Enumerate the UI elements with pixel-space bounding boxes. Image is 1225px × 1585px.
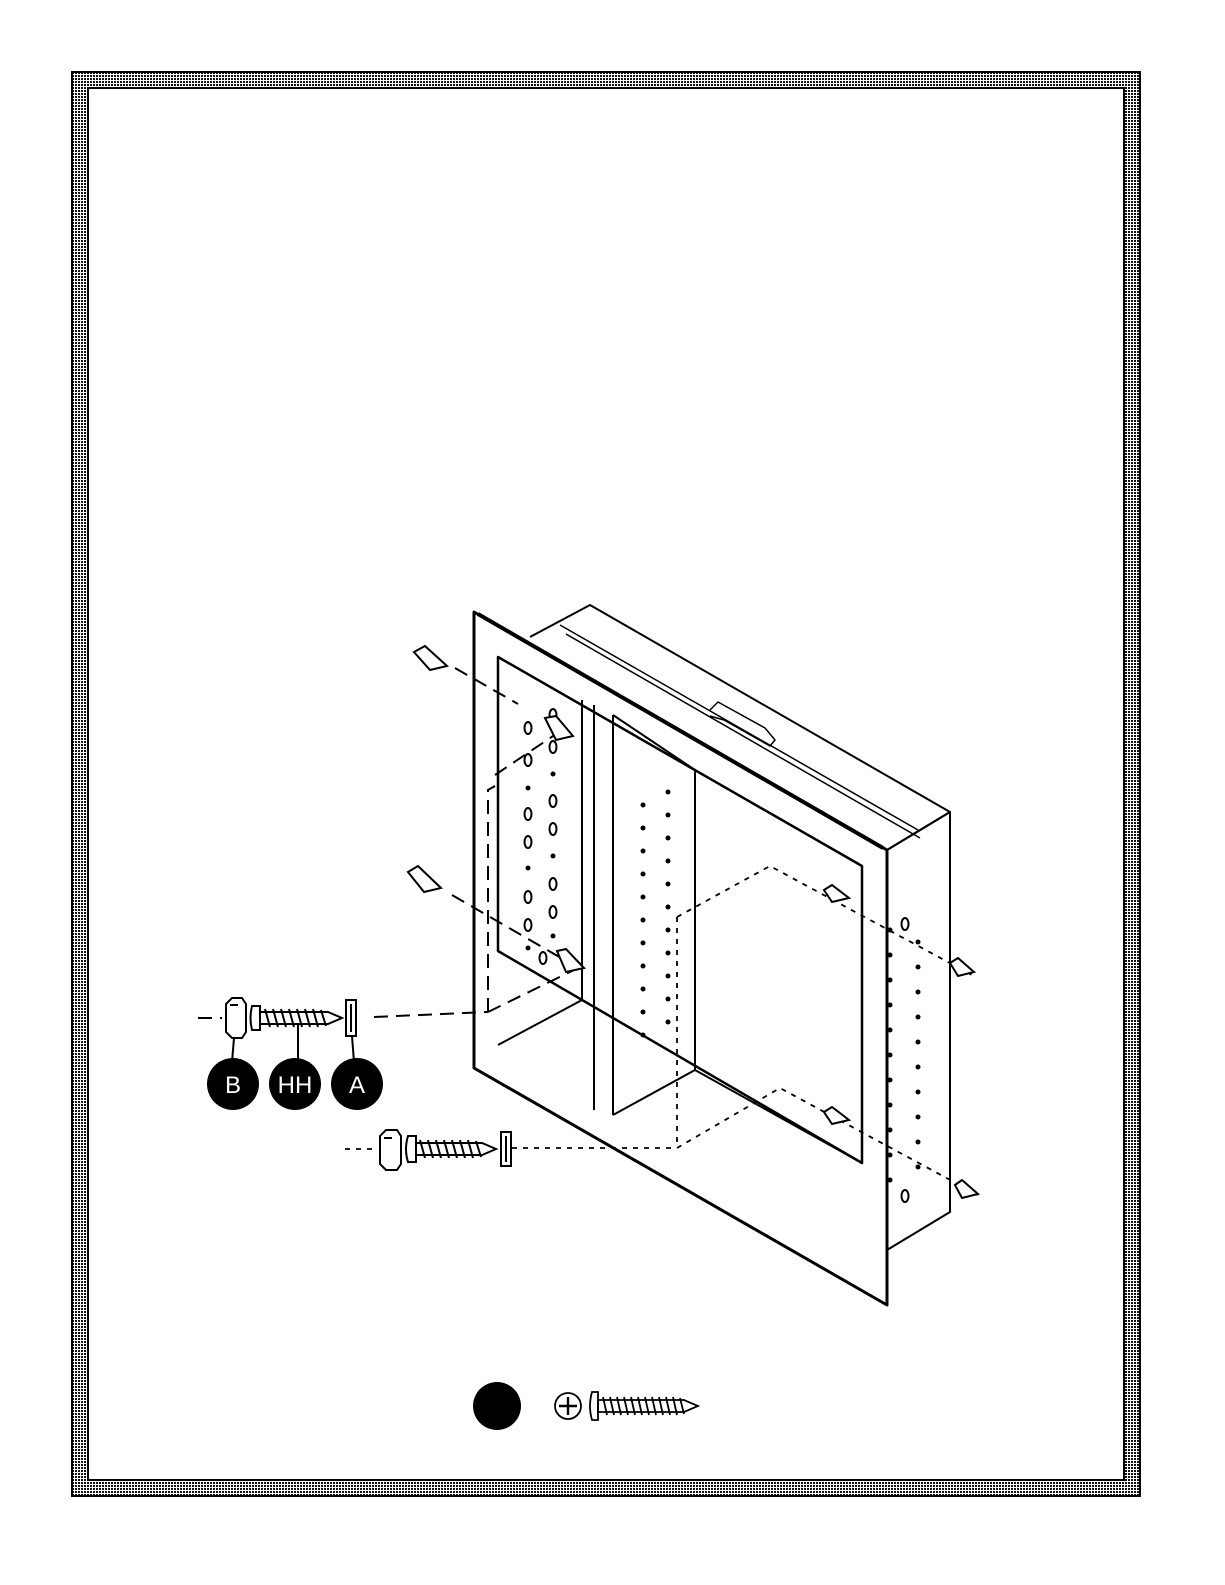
callout-b-label: B (225, 1072, 241, 1099)
screw-cap (380, 1130, 401, 1170)
legend (473, 1382, 698, 1430)
face-frame-outer (474, 612, 887, 1305)
legend-badge (473, 1382, 521, 1430)
callout-a: A (331, 1058, 383, 1110)
anchor-clip-icon (955, 1180, 978, 1198)
anchor-clip-icon (414, 646, 447, 670)
callout-a-label: A (349, 1072, 365, 1099)
screw-head (251, 1006, 261, 1030)
fastener-upper (226, 998, 356, 1062)
callout-b: B (207, 1058, 259, 1110)
fastener-lower (380, 1130, 511, 1170)
anchor-clip-icon (408, 866, 441, 892)
phillips-head-screw-icon (555, 1392, 698, 1420)
callout-hh-label: HH (278, 1072, 313, 1099)
box-top-notch (710, 702, 775, 746)
screw-head (406, 1136, 416, 1162)
callout-hh: HH (269, 1058, 321, 1110)
anchor-clip-icon (950, 958, 974, 976)
box-side (887, 812, 950, 1250)
